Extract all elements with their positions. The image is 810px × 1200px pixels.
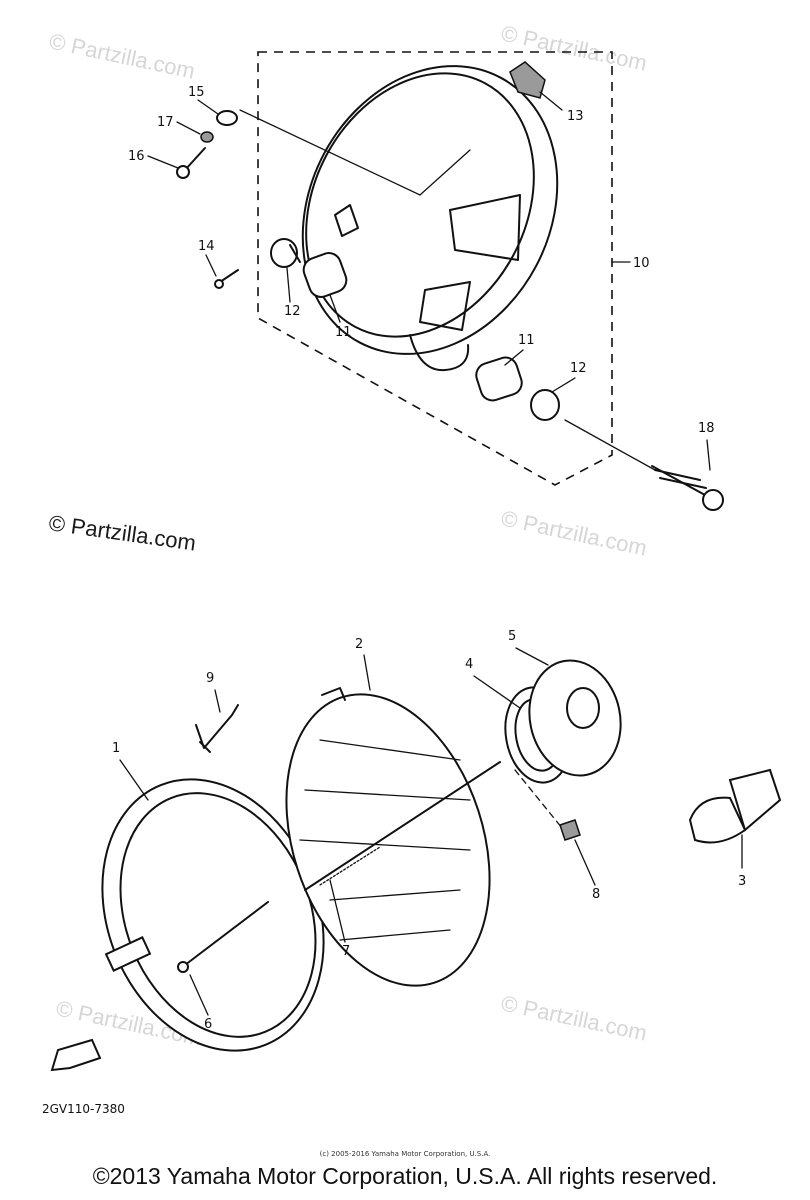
collar-12-left-detail bbox=[289, 244, 301, 263]
collar-12-left bbox=[270, 238, 298, 268]
leader-line bbox=[197, 99, 219, 115]
part-label-11-right: 11 bbox=[518, 333, 535, 348]
washer-15 bbox=[216, 110, 238, 126]
part-label-17: 17 bbox=[157, 115, 174, 130]
lens-unit-2 bbox=[285, 693, 491, 987]
part-label-3: 3 bbox=[738, 874, 746, 889]
screw-6-head bbox=[177, 961, 189, 973]
socket-cover-5 bbox=[528, 659, 622, 777]
leader-line bbox=[176, 121, 201, 135]
grommet-13 bbox=[509, 61, 546, 99]
housing-rim bbox=[305, 72, 535, 338]
screw-14 bbox=[219, 269, 239, 283]
spring-clip-9 bbox=[195, 704, 239, 749]
leader-line bbox=[239, 109, 471, 196]
leader-line bbox=[515, 647, 549, 666]
leader-line bbox=[504, 349, 524, 366]
headlight-housing bbox=[301, 65, 559, 355]
leader-line bbox=[119, 759, 149, 801]
lens-pattern-lower bbox=[329, 889, 461, 941]
bolt-16-head bbox=[176, 165, 190, 179]
part-label-1: 1 bbox=[112, 741, 120, 756]
bolt-18-head bbox=[702, 489, 724, 511]
watermark: © Partzilla.com bbox=[499, 990, 649, 1045]
bolt-16-shank bbox=[184, 147, 206, 171]
housing-bottom-tab bbox=[409, 334, 470, 372]
copyright-main: ©2013 Yamaha Motor Corporation, U.S.A. A… bbox=[92, 1163, 718, 1189]
leader-line bbox=[363, 654, 371, 691]
spring-washer-17 bbox=[200, 131, 214, 143]
spring-clip-9-end bbox=[199, 741, 211, 753]
bolt-18-threads bbox=[654, 469, 707, 489]
leader-line bbox=[147, 155, 179, 169]
leader-line bbox=[564, 419, 656, 471]
leader-line bbox=[189, 974, 209, 1016]
part-number-labels: 1 2 3 4 5 6 7 8 9 10 11 11 12 12 13 14 1… bbox=[112, 85, 746, 1032]
headlight-unit-group bbox=[50, 659, 782, 1072]
watermark: © Partzilla.com bbox=[499, 505, 649, 560]
part-label-2: 2 bbox=[355, 637, 363, 652]
part-label-10: 10 bbox=[633, 256, 650, 271]
forward-arrow-icon bbox=[50, 1038, 102, 1072]
adjust-screw-7 bbox=[304, 761, 501, 891]
screw-14-head bbox=[214, 279, 224, 289]
damper-11-left bbox=[302, 252, 348, 298]
leader-line bbox=[706, 439, 711, 471]
damper-11-right bbox=[475, 356, 523, 402]
leader-line bbox=[329, 294, 341, 323]
housing-window-upper bbox=[449, 194, 521, 261]
leader-line bbox=[214, 689, 221, 713]
part-label-12-left: 12 bbox=[284, 304, 301, 319]
watermark: © Partzilla.com bbox=[47, 28, 197, 83]
part-label-11-left: 11 bbox=[335, 325, 352, 340]
part-label-8: 8 bbox=[592, 887, 600, 902]
part-label-4: 4 bbox=[465, 657, 473, 672]
leader-line bbox=[514, 769, 563, 829]
housing-window-lower bbox=[419, 281, 471, 331]
watermark-dark: © Partzilla.com bbox=[47, 510, 197, 555]
leader-line bbox=[286, 267, 291, 303]
leader-line bbox=[551, 377, 576, 393]
lens-top-tab bbox=[321, 687, 346, 701]
bulb-3-base bbox=[728, 768, 782, 832]
nut-8 bbox=[559, 819, 581, 841]
diagram-code: 2GV110-7380 bbox=[42, 1102, 125, 1116]
leader-line bbox=[329, 879, 346, 943]
rim-clip bbox=[104, 936, 152, 972]
part-label-6: 6 bbox=[204, 1017, 212, 1032]
part-label-15: 15 bbox=[188, 85, 205, 100]
copyright-small: (c) 2005-2016 Yamaha Motor Corporation, … bbox=[319, 1150, 491, 1158]
part-label-16: 16 bbox=[128, 149, 145, 164]
part-label-18: 18 bbox=[698, 421, 715, 436]
housing-left-bracket bbox=[334, 204, 359, 237]
adjust-screw-threads bbox=[319, 846, 381, 886]
part-label-13: 13 bbox=[567, 109, 584, 124]
assembly-dashed-outline bbox=[257, 51, 613, 486]
leader-line bbox=[539, 91, 563, 111]
part-label-14: 14 bbox=[198, 239, 215, 254]
leader-line bbox=[574, 839, 596, 886]
part-label-9: 9 bbox=[206, 671, 214, 686]
part-label-5: 5 bbox=[508, 629, 516, 644]
lens-pattern bbox=[299, 739, 471, 851]
part-label-12-right: 12 bbox=[570, 361, 587, 376]
part-label-7: 7 bbox=[342, 944, 350, 959]
headlight-housing-group bbox=[176, 51, 724, 511]
screw-6-shank bbox=[184, 901, 269, 966]
socket-cover-hole bbox=[566, 687, 600, 729]
leader-line bbox=[205, 254, 217, 277]
leader-line bbox=[473, 675, 521, 709]
collar-12-right bbox=[530, 389, 560, 421]
